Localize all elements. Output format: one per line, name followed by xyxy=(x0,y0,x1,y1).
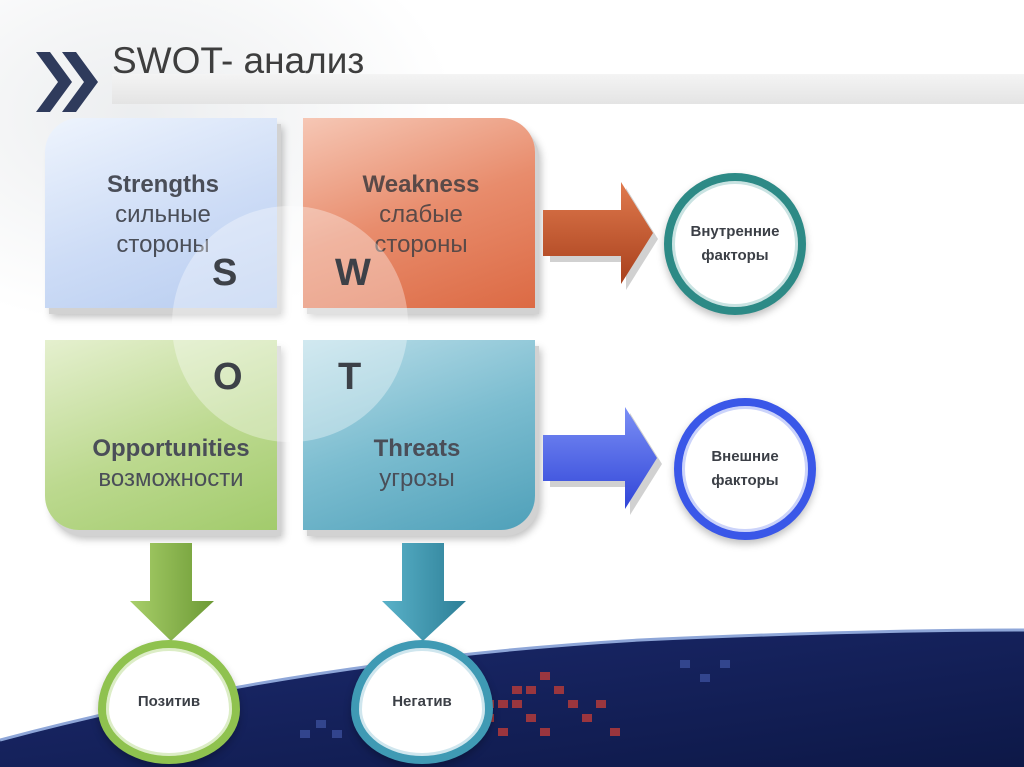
positive-label: Позитив xyxy=(137,693,201,710)
threats-label: Threats xyxy=(373,435,461,462)
weakness-ru-line1: слабые xyxy=(379,201,463,228)
arrow-right-icon xyxy=(543,407,662,515)
page-title: SWOT- анализ xyxy=(112,40,365,81)
title-bar xyxy=(112,74,1024,104)
negative-label: Негатив xyxy=(392,693,452,710)
opportunities-quadrant: Opportunities возможности xyxy=(45,340,277,530)
opportunities-ru: возможности xyxy=(98,465,244,492)
strengths-quadrant: Strengths сильные стороны xyxy=(45,118,277,308)
letter-s: S xyxy=(212,252,238,294)
external-factors-line1: Внешние xyxy=(711,448,779,465)
opportunities-label: Opportunities xyxy=(92,435,250,462)
threats-quadrant: Threats угрозы xyxy=(303,340,535,530)
external-factors-line2: факторы xyxy=(711,472,779,489)
external-factors-circle: Внешние факторы xyxy=(674,398,816,540)
letter-o: O xyxy=(213,356,243,398)
weakness-label: Weakness xyxy=(362,171,480,198)
arrow-down-icon xyxy=(382,543,466,641)
double-chevron-icon xyxy=(36,52,98,112)
strengths-ru-line1: сильные xyxy=(115,201,211,228)
arrow-right-icon xyxy=(543,182,658,290)
arrow-down-icon xyxy=(130,543,214,641)
weakness-quadrant: Weakness слабые стороны xyxy=(303,118,535,308)
letter-w: W xyxy=(335,252,371,294)
internal-factors-line1: Внутренние xyxy=(690,223,780,240)
negative-outcome-circle: Негатив xyxy=(351,640,493,764)
strengths-ru-line2: стороны xyxy=(116,231,210,258)
positive-outcome-circle: Позитив xyxy=(98,640,240,764)
threats-ru: угрозы xyxy=(379,465,455,492)
weakness-ru-line2: стороны xyxy=(374,231,468,258)
letter-t: T xyxy=(338,356,362,398)
internal-factors-line2: факторы xyxy=(701,247,769,264)
strengths-label: Strengths xyxy=(106,171,219,198)
internal-factors-circle: Внутренние факторы xyxy=(664,173,806,315)
